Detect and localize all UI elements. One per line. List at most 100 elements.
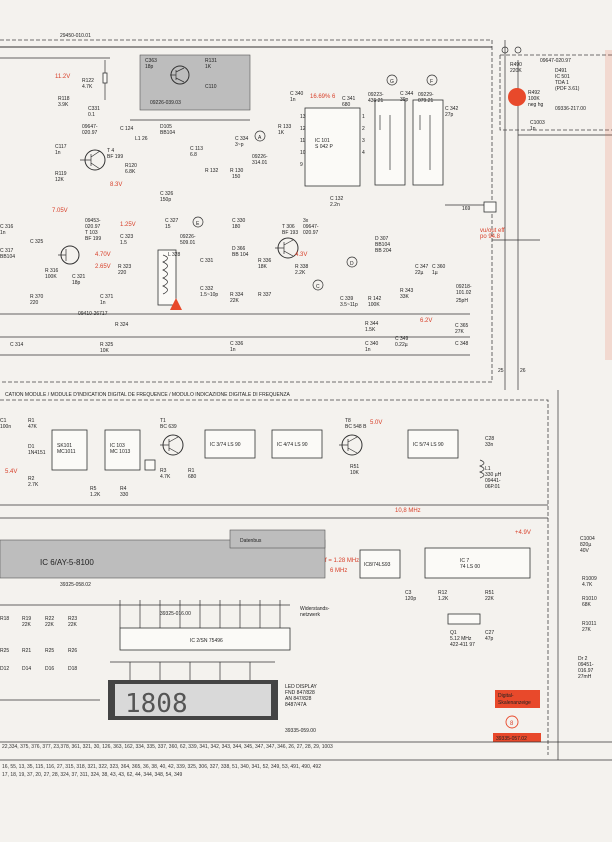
svg-text:22K: 22K (22, 622, 32, 628)
svg-text:2.2n: 2.2n (330, 202, 340, 208)
svg-text:5.4V: 5.4V (5, 469, 17, 475)
svg-text:FND 847/828: FND 847/828 (285, 690, 315, 696)
svg-text:09226-509.01: 09226-509.01 (180, 234, 196, 246)
ic8-74ls93 (359, 549, 401, 579)
svg-text:40V: 40V (580, 548, 590, 554)
ic-101 (304, 107, 361, 187)
svg-text:R 316: R 316 (45, 268, 59, 274)
svg-text:R 132: R 132 (205, 168, 219, 174)
svg-text:12: 12 (300, 126, 306, 132)
svg-text:C1004: C1004 (580, 536, 595, 542)
svg-text:11.2V: 11.2V (55, 74, 70, 80)
svg-text:C 132: C 132 (330, 196, 344, 202)
svg-text:MC1011: MC1011 (57, 449, 76, 455)
svg-text:BB 104: BB 104 (232, 252, 249, 258)
ic4-74ls90 (271, 429, 323, 459)
svg-text:09453-: 09453- (85, 218, 101, 224)
svg-text:10K: 10K (350, 470, 360, 476)
svg-text:220K: 220K (510, 68, 522, 74)
svg-text:10: 10 (300, 150, 306, 156)
svg-text:C 331: C 331 (200, 258, 214, 264)
counter-title: CATION MODULE / MODULE D'INDICATION DIGI… (5, 392, 291, 398)
svg-text:33K: 33K (400, 294, 410, 300)
svg-text:T1: T1 (160, 418, 166, 424)
svg-text:C117: C117 (55, 144, 67, 150)
svg-text:IC 3/74 LS 90: IC 3/74 LS 90 (210, 442, 241, 448)
svg-text:4.70V: 4.70V (95, 252, 111, 258)
svg-text:C 326: C 326 (160, 191, 174, 197)
svg-text:C 330: C 330 (232, 218, 246, 224)
svg-text:39335-057.02: 39335-057.02 (496, 736, 527, 742)
svg-text:L1 26: L1 26 (135, 136, 148, 142)
svg-text:f = 1.28 MHz: f = 1.28 MHz (325, 558, 359, 564)
svg-text:R12: R12 (438, 590, 447, 596)
svg-text:18p: 18p (72, 280, 81, 286)
svg-text:27K: 27K (455, 329, 465, 335)
svg-text:10K: 10K (100, 348, 110, 354)
svg-text:IC 4/74 LS 90: IC 4/74 LS 90 (277, 442, 308, 448)
svg-text:R 324: R 324 (115, 322, 129, 328)
svg-text:3: 3 (362, 138, 365, 144)
svg-text:C 327: C 327 (165, 218, 179, 224)
svg-text:R2: R2 (28, 476, 35, 482)
svg-text:0.22µ: 0.22µ (395, 342, 408, 348)
svg-text:D105: D105 (160, 124, 172, 130)
svg-text:D12: D12 (0, 666, 9, 672)
svg-text:5.0V: 5.0V (370, 420, 382, 426)
svg-text:330: 330 (120, 492, 129, 498)
svg-text:R18: R18 (0, 616, 9, 622)
svg-text:2: 2 (362, 126, 365, 132)
svg-text:IC 103: IC 103 (110, 443, 125, 449)
svg-text:Widerstands-netzwerk: Widerstands-netzwerk (300, 606, 330, 618)
svg-text:IC 2/SN 75496: IC 2/SN 75496 (190, 638, 223, 644)
svg-text:R1011: R1011 (582, 621, 597, 627)
svg-text:1n: 1n (0, 230, 6, 236)
tuner-rail-label: 29450-010.01 (60, 33, 91, 39)
svg-text:09226-314.01: 09226-314.01 (252, 154, 268, 166)
svg-text:3.5~11p: 3.5~11p (340, 302, 358, 308)
svg-text:1K: 1K (205, 64, 212, 70)
svg-text:BB104: BB104 (375, 242, 390, 248)
red-annotation-box (495, 690, 540, 708)
svg-text:C 321: C 321 (72, 274, 86, 280)
oscillator-coil (157, 249, 177, 306)
svg-text:22µ: 22µ (415, 270, 424, 276)
svg-text:Digital-: Digital- (498, 693, 514, 699)
svg-text:27K: 27K (582, 627, 592, 633)
svg-text:4.3V: 4.3V (295, 252, 307, 258)
svg-text:22K: 22K (230, 298, 240, 304)
svg-text:9: 9 (300, 162, 303, 168)
svg-text:16.69% 6: 16.69% 6 (310, 94, 336, 100)
svg-text:R5: R5 (90, 486, 97, 492)
svg-text:D 307: D 307 (375, 236, 389, 242)
svg-text:220: 220 (30, 300, 39, 306)
svg-text:C 365: C 365 (455, 323, 469, 329)
svg-text:A: A (258, 135, 262, 141)
svg-text:39325-058.02: 39325-058.02 (60, 582, 91, 588)
svg-text:D491: D491 (555, 68, 567, 74)
svg-text:150: 150 (232, 174, 241, 180)
svg-text:680: 680 (188, 474, 197, 480)
svg-text:C 342: C 342 (445, 106, 459, 112)
svg-text:IC 5/74 LS 90: IC 5/74 LS 90 (413, 442, 444, 448)
svg-text:25: 25 (498, 368, 504, 374)
svg-text:C1: C1 (0, 418, 7, 424)
svg-text:T 306: T 306 (282, 224, 295, 230)
svg-text:C 339: C 339 (340, 296, 354, 302)
svg-text:C1003: C1003 (530, 120, 545, 126)
svg-text:E: E (196, 221, 200, 227)
svg-text:C 340: C 340 (290, 91, 304, 97)
svg-text:220: 220 (118, 270, 127, 276)
svg-text:R131: R131 (205, 58, 217, 64)
svg-text:8: 8 (510, 721, 514, 727)
svg-text:100K: 100K (45, 274, 57, 280)
svg-text:SK101: SK101 (57, 443, 72, 449)
svg-text:D14: D14 (22, 666, 31, 672)
svg-text:09226-039.03: 09226-039.03 (150, 100, 181, 106)
svg-text:C 349: C 349 (395, 336, 409, 342)
svg-text:R120: R120 (125, 163, 137, 169)
svg-text:C: C (316, 284, 320, 290)
svg-text:R 325: R 325 (100, 342, 114, 348)
svg-text:27mH: 27mH (578, 674, 592, 680)
svg-text:R119: R119 (55, 171, 67, 177)
